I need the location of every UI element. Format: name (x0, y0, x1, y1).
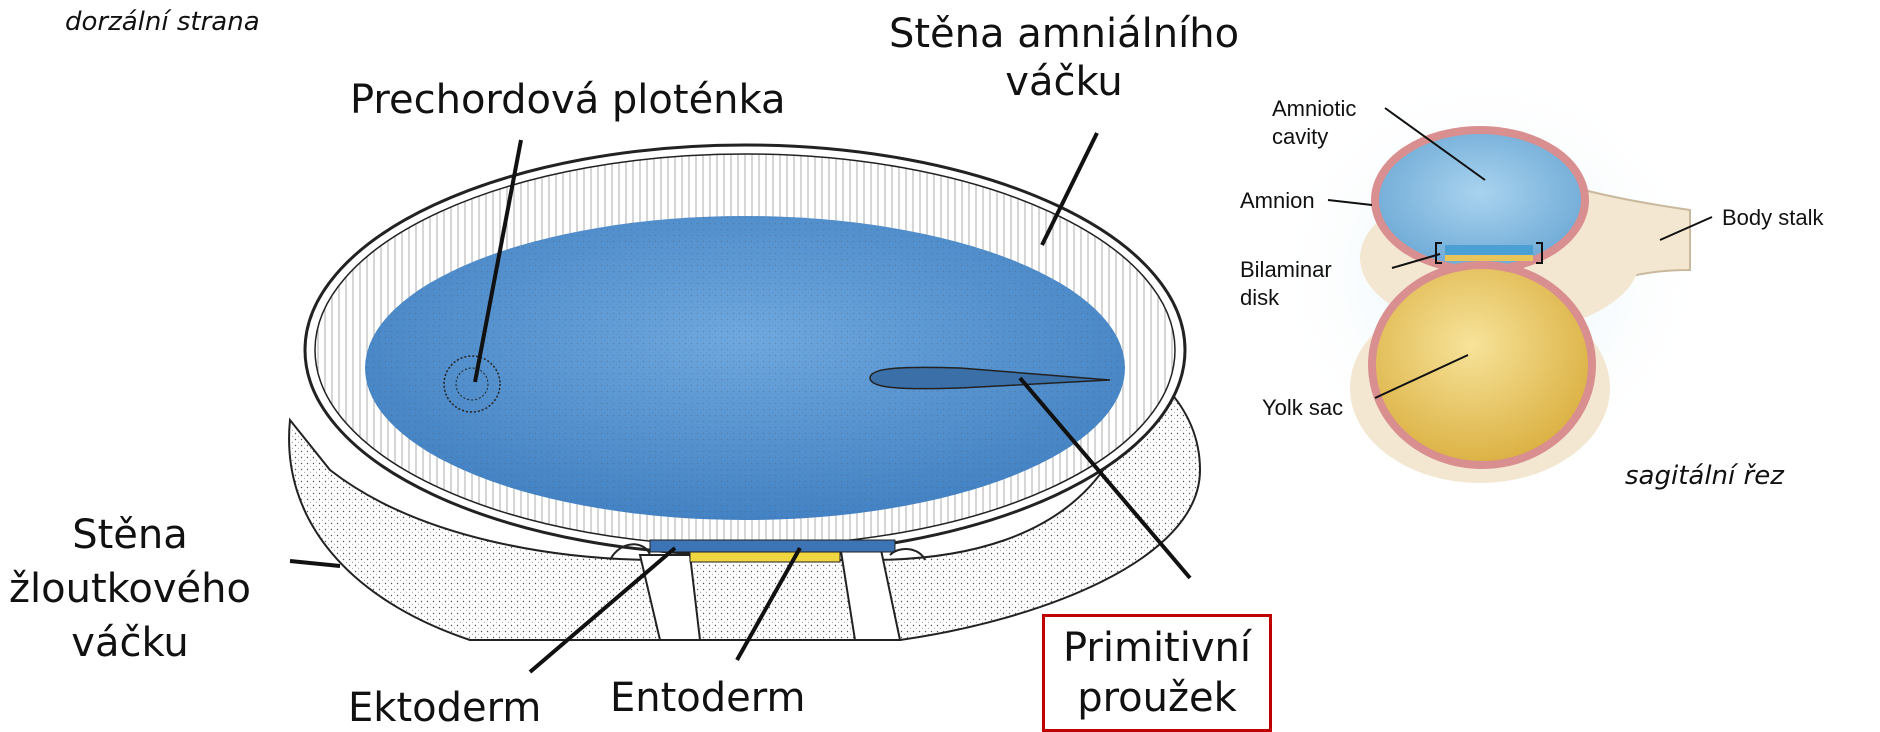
ectoderm-layer (650, 540, 895, 552)
primitive-streak-label-line1: Primitivní (1057, 623, 1257, 673)
bilaminar-disk-shape (1445, 245, 1533, 255)
primitive-streak-label-line2: proužek (1057, 673, 1257, 723)
dorsal-side-caption: dorzální strana (65, 8, 260, 37)
prechordal-plate-label: Prechordová ploténka (350, 78, 786, 122)
bilaminar-disk-label: Bilaminar disk (1240, 256, 1332, 311)
amnion-label: Amnion (1240, 187, 1315, 215)
bilaminar-disk-label-line1: Bilaminar (1240, 256, 1332, 284)
amnion-wall-label-line2: váčku (884, 60, 1244, 104)
yolk-sac-label: Yolk sac (1262, 394, 1343, 422)
body-stalk-label: Body stalk (1722, 204, 1824, 232)
yolk-sac-wall-label-line2: žloutkového (0, 562, 260, 616)
endoderm-layer (690, 552, 840, 562)
yolk-sac-wall-label: Stěna žloutkového váčku (0, 508, 260, 670)
ectoderm-label: Ektoderm (348, 686, 541, 730)
amnion-wall-label: Stěna amniálního váčku (884, 12, 1244, 104)
endoderm-label: Entoderm (610, 676, 806, 720)
bilaminar-disk-label-line2: disk (1240, 284, 1332, 312)
yolk-sac-wall-label-line3: váčku (0, 616, 260, 670)
amniotic-cavity-label: Amniotic cavity (1272, 95, 1356, 150)
amniotic-cavity-label-line2: cavity (1272, 123, 1356, 151)
yolk-sac-shape (1372, 265, 1592, 465)
amnion-wall-label-line1: Stěna amniálního (884, 12, 1244, 56)
pointer-yolk-wall (290, 561, 340, 566)
primitive-streak-label: Primitivní proužek (1042, 614, 1272, 732)
amniotic-cavity-label-line1: Amniotic (1272, 95, 1356, 123)
sagittal-section-caption: sagitální řez (1625, 462, 1784, 491)
yolk-sac-wall-label-line1: Stěna (0, 508, 260, 562)
